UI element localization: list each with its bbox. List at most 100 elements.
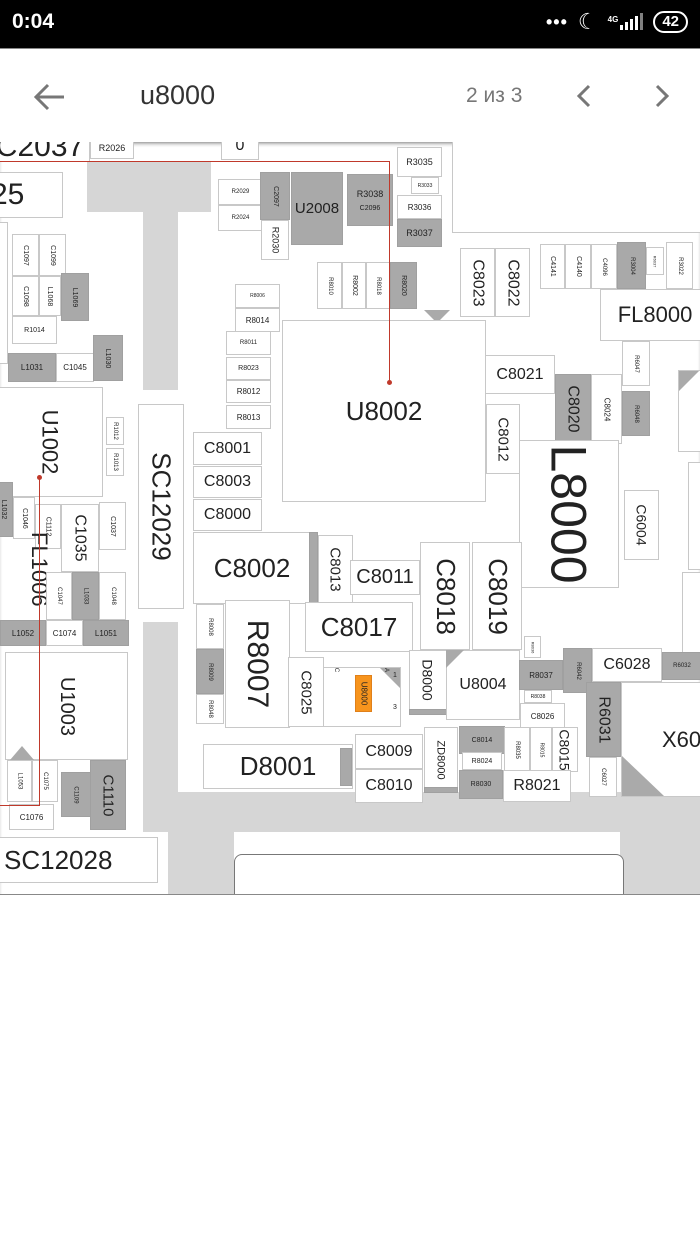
component-l1068[interactable]: L1068 bbox=[39, 276, 61, 316]
component-c4141[interactable]: C4141 bbox=[540, 244, 565, 289]
component-c2097[interactable]: C2097 bbox=[260, 172, 290, 220]
next-match-button[interactable] bbox=[650, 82, 674, 110]
component-c8014[interactable]: C8014 bbox=[459, 726, 505, 754]
component-r8035[interactable]: R8035 bbox=[504, 727, 530, 772]
component-sc12029[interactable]: SC12029 bbox=[138, 404, 184, 609]
component-c8012[interactable]: C8012 bbox=[486, 404, 520, 474]
component-l1031[interactable]: L1031 bbox=[8, 353, 56, 382]
component-c1045[interactable]: C1045 bbox=[56, 353, 94, 382]
component-r8011[interactable]: R8011 bbox=[226, 331, 271, 355]
component-r6031[interactable]: R6031 bbox=[586, 682, 621, 757]
component-r2024[interactable]: R2024 bbox=[218, 205, 263, 231]
component-r6032[interactable]: R6032 bbox=[662, 652, 700, 680]
component-r8012[interactable]: R8012 bbox=[226, 380, 271, 403]
component-r8018[interactable]: R8018 bbox=[366, 262, 390, 309]
component-r6047[interactable]: R6047 bbox=[622, 341, 650, 386]
component-c8002[interactable]: C8002 bbox=[193, 532, 311, 604]
component-r8037[interactable]: R8037 bbox=[519, 660, 563, 690]
component-r3036[interactable]: R3036 bbox=[397, 195, 442, 219]
component-r8010[interactable]: R8010 bbox=[317, 262, 342, 309]
component-fl8000[interactable]: FL8000 bbox=[600, 289, 700, 341]
component-r2026[interactable]: R2026 bbox=[90, 142, 134, 159]
component-c8021[interactable]: C8021 bbox=[485, 355, 555, 394]
component-zd8000[interactable]: ZD8000 bbox=[424, 727, 458, 792]
component-sc12028[interactable]: SC12028 bbox=[0, 837, 158, 883]
component-c8020[interactable]: C8020 bbox=[555, 374, 591, 444]
component-r8015[interactable]: R8015 bbox=[530, 727, 552, 772]
component-c8001[interactable]: C8001 bbox=[193, 432, 262, 465]
component-c1099[interactable]: C1099 bbox=[39, 234, 66, 276]
component-r1012[interactable]: R1012 bbox=[106, 417, 124, 445]
search-query-input[interactable]: u8000 bbox=[140, 80, 216, 110]
component-u8000-highlighted[interactable]: U8000 bbox=[355, 675, 372, 712]
component-c0[interactable]: 0 bbox=[221, 142, 259, 160]
component-l1069[interactable]: L1069 bbox=[61, 273, 89, 321]
component-c8024[interactable]: C8024 bbox=[591, 374, 622, 444]
component-c8018[interactable]: C8018 bbox=[420, 542, 470, 650]
component-u2008[interactable]: U2008 bbox=[291, 172, 343, 245]
component-r1013[interactable]: R1013 bbox=[106, 448, 124, 476]
component-r6037[interactable]: R6037 bbox=[646, 247, 664, 275]
component-l8000[interactable]: L8000 bbox=[519, 440, 619, 588]
component-l1052[interactable]: L1052 bbox=[0, 620, 46, 646]
component-c25[interactable]: 25 bbox=[0, 172, 63, 218]
component-r8023[interactable]: R8023 bbox=[226, 357, 271, 380]
component-r8007[interactable]: R8007 bbox=[225, 600, 290, 728]
back-button[interactable] bbox=[32, 79, 68, 115]
component-r8038[interactable]: R8038 bbox=[524, 690, 552, 703]
component-r8009[interactable]: R8009 bbox=[196, 649, 224, 694]
component-l1033[interactable]: L1033 bbox=[72, 572, 99, 620]
component-r3022[interactable]: R3022 bbox=[666, 242, 693, 289]
component-r8006[interactable]: R8006 bbox=[235, 284, 280, 308]
component-u1003[interactable]: U1003 bbox=[5, 652, 128, 760]
component-c8023[interactable]: C8023 bbox=[460, 248, 495, 317]
component-c8011[interactable]: C8011 bbox=[350, 560, 420, 595]
component-l1032[interactable]: L1032 bbox=[0, 482, 13, 537]
component-r8024[interactable]: R8024 bbox=[462, 752, 502, 770]
component-c1046[interactable]: C1046 bbox=[13, 497, 35, 539]
component-r8014[interactable]: R8014 bbox=[235, 308, 280, 332]
component-r2029[interactable]: R2029 bbox=[218, 179, 263, 205]
component-c1076[interactable]: C1076 bbox=[9, 804, 54, 830]
component-c1048[interactable]: C1048 bbox=[99, 572, 126, 620]
previous-match-button[interactable] bbox=[572, 82, 596, 110]
component-r3035[interactable]: R3035 bbox=[397, 147, 442, 177]
component-r8008[interactable]: R8008 bbox=[196, 604, 224, 649]
component-r8021[interactable]: R8021 bbox=[503, 770, 571, 802]
component-c8026[interactable]: C8026 bbox=[520, 703, 565, 729]
component-c4096[interactable]: C4096 bbox=[591, 244, 617, 289]
component-r1014[interactable]: R1014 bbox=[12, 316, 57, 344]
component-c1037[interactable]: C1037 bbox=[99, 502, 126, 550]
component-d8001[interactable]: D8001 bbox=[203, 744, 353, 789]
component-c8025[interactable]: C8025 bbox=[288, 657, 324, 727]
component-c6028[interactable]: C6028 bbox=[592, 648, 662, 682]
component-l1030[interactable]: L1030 bbox=[93, 335, 123, 381]
component-c1098[interactable]: C1098 bbox=[12, 276, 39, 316]
component-r6048[interactable]: R6048 bbox=[622, 391, 650, 436]
component-c8015[interactable]: C8015 bbox=[552, 727, 578, 772]
component-c1109[interactable]: C1109 bbox=[61, 772, 91, 817]
component-c8003[interactable]: C8003 bbox=[193, 466, 262, 498]
component-sc2037[interactable]: C2037 bbox=[0, 142, 90, 162]
component-c1035[interactable]: C1035 bbox=[61, 504, 99, 572]
component-r8013[interactable]: R8013 bbox=[226, 405, 271, 429]
component-r8030[interactable]: R8030 bbox=[459, 770, 503, 799]
component-c8013[interactable]: C8013 bbox=[318, 535, 353, 603]
component-u8002[interactable]: U8002 bbox=[282, 320, 486, 502]
component-d8000[interactable]: D8000 bbox=[409, 650, 447, 710]
component-c1047[interactable]: C1047 bbox=[46, 572, 72, 620]
component-c1110[interactable]: C1110 bbox=[90, 760, 126, 830]
component-c1097[interactable]: C1097 bbox=[12, 234, 39, 276]
component-c8000[interactable]: C8000 bbox=[193, 499, 262, 531]
component-r8036[interactable]: R8036 bbox=[524, 636, 541, 658]
component-c6004[interactable]: C6004 bbox=[624, 490, 659, 560]
component-c6027[interactable]: C6027 bbox=[589, 757, 617, 797]
component-r3004[interactable]: R3004 bbox=[617, 242, 646, 289]
component-l1053[interactable]: L1053 bbox=[7, 760, 32, 802]
schematic-viewer[interactable]: C2037 R2026 0 25 C1097 C1099 C1098 L1068… bbox=[0, 142, 700, 895]
component-c8010[interactable]: C8010 bbox=[355, 769, 423, 803]
component-r3037[interactable]: R3037 bbox=[397, 219, 442, 247]
component-r8048[interactable]: R8048 bbox=[196, 694, 224, 724]
component-c1074[interactable]: C1074 bbox=[46, 620, 83, 646]
